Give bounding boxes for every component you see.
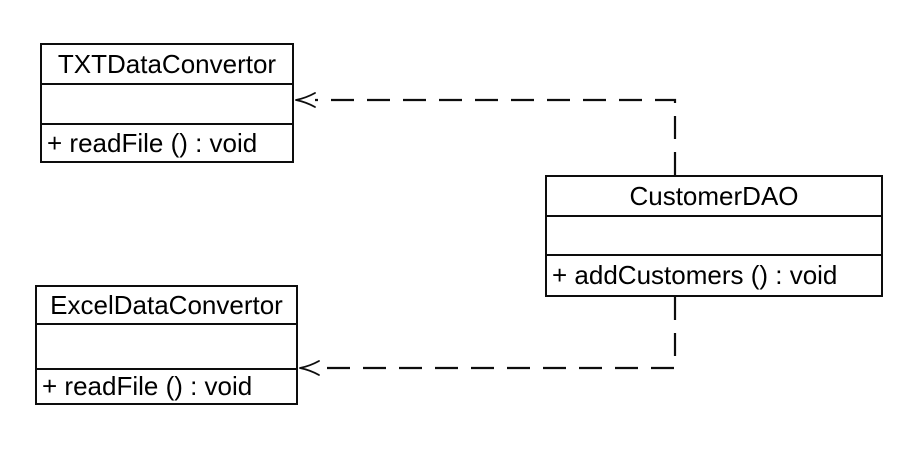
dependency-arrow-customerdao-to-exceldataconvertor — [299, 297, 677, 376]
dashed-connector-line — [319, 297, 677, 370]
open-arrowhead-icon — [299, 360, 320, 376]
class-method: + addCustomers () : void — [552, 260, 838, 290]
dashed-connector-line — [315, 98, 677, 175]
class-attributes-compartment — [547, 217, 881, 256]
class-name: ExcelDataConvertor — [37, 287, 296, 325]
class-box-txtdataconvertor: TXTDataConvertor + readFile () : void — [40, 43, 294, 163]
class-method: + readFile () : void — [42, 371, 253, 401]
class-attributes-compartment — [37, 325, 296, 370]
dependency-arrow-customerdao-to-txtdataconvertor — [295, 92, 677, 175]
class-attributes-compartment — [42, 85, 292, 125]
class-box-customerdao: CustomerDAO + addCustomers () : void — [545, 175, 883, 297]
class-name: CustomerDAO — [547, 177, 881, 217]
class-method: + readFile () : void — [47, 127, 258, 158]
class-box-exceldataconvertor: ExcelDataConvertor + readFile () : void — [35, 285, 298, 405]
open-arrowhead-icon — [295, 92, 316, 108]
class-name: TXTDataConvertor — [42, 45, 292, 85]
